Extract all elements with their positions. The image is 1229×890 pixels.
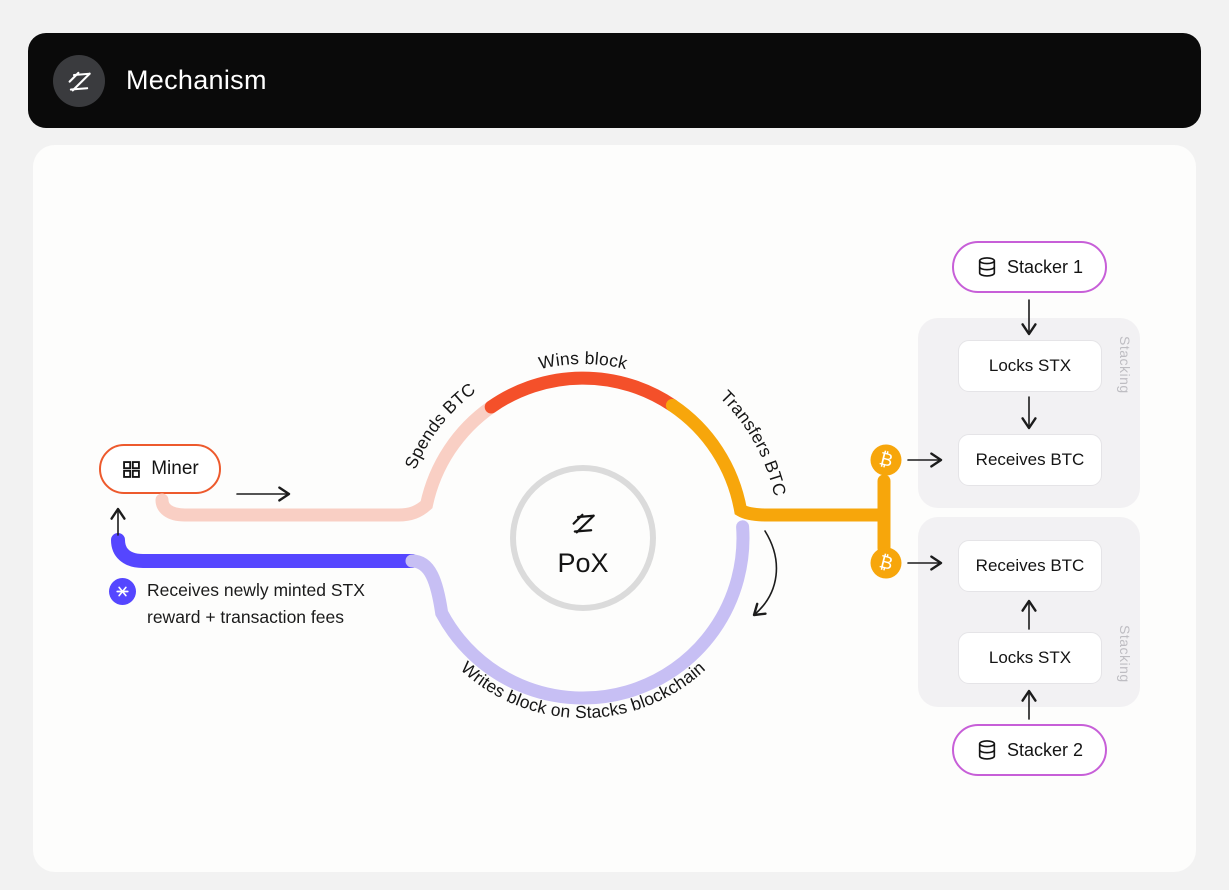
reward-note-text: Receives newly minted STX reward + trans… (147, 577, 365, 631)
stacking-panel-1: Locks STX Receives BTC Stacking (918, 318, 1140, 508)
stacks-logo-icon (53, 54, 105, 107)
database-icon (978, 740, 996, 760)
stacks-logo-glyph (68, 71, 91, 91)
transfers-btc-label: Transfers BTC (716, 386, 790, 498)
asterisk-icon (116, 586, 129, 597)
receives-btc-box-1: Receives BTC (958, 434, 1102, 486)
database-icon (978, 257, 996, 277)
stacker-1-node: Stacker 1 (952, 241, 1107, 293)
reward-note-line1: Receives newly minted STX (147, 580, 365, 600)
transfers-btc-path (665, 398, 885, 522)
writes-block-label: Writes block on Stacks blockchain (457, 657, 709, 722)
wins-block-path (484, 371, 679, 414)
pox-core: PoX (510, 465, 656, 611)
stx-reward-note: Receives newly minted STX reward + trans… (109, 577, 365, 631)
reward-note-line2: reward + transaction fees (147, 607, 344, 627)
locks-stx-box-2: Locks STX (958, 632, 1102, 684)
bitcoin-icon-2: ₿ (870, 547, 902, 579)
stacker-2-node: Stacker 2 (952, 724, 1107, 776)
stacker-1-label: Stacker 1 (1006, 256, 1084, 277)
stx-token-icon (109, 578, 136, 605)
grid-icon (123, 460, 141, 478)
flow-direction-arrow (752, 530, 778, 617)
stacker-2-label: Stacker 2 (1006, 739, 1084, 760)
miner-label: Miner (151, 458, 199, 479)
spends-btc-label: Spends BTC (400, 379, 479, 472)
receives-btc-box-2: Receives BTC (958, 540, 1102, 592)
stacking-panel-2: Receives BTC Locks STX Stacking (918, 517, 1140, 707)
stacks-logo-icon (572, 513, 595, 534)
locks-stx-box-1: Locks STX (958, 340, 1102, 392)
svg-text:₿: ₿ (877, 448, 895, 472)
stacking-label-2: Stacking (1117, 625, 1133, 683)
miner-node: Miner (99, 444, 221, 494)
bitcoin-icon-1: ₿ (870, 444, 902, 476)
writes-block-path (405, 520, 750, 705)
wins-block-label: Wins block (537, 348, 630, 373)
diagram-card: Locks STX Receives BTC Stacking Receives… (33, 145, 1196, 872)
page-title: Mechanism (126, 65, 267, 95)
header-bar: Mechanism (28, 33, 1201, 128)
svg-text:₿: ₿ (877, 551, 895, 575)
stacking-label-1: Stacking (1117, 336, 1133, 394)
pox-label: PoX (557, 548, 608, 578)
stx-reward-path (111, 533, 419, 568)
